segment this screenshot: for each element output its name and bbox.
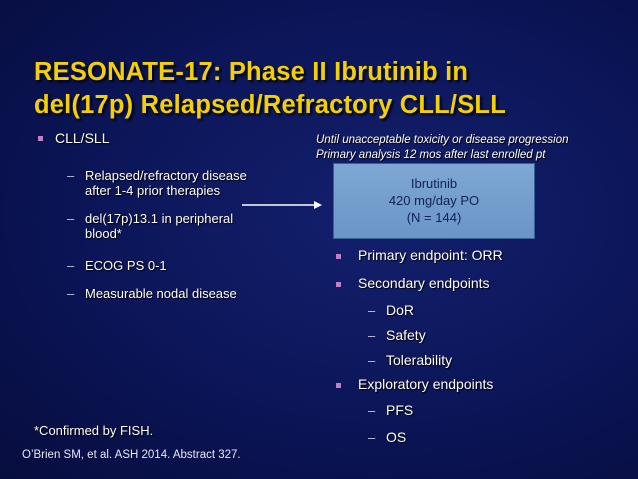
treatment-drug: Ibrutinib	[410, 176, 458, 191]
slide-title-line-2: del(17p) Relapsed/Refractory CLL/SLL	[34, 91, 506, 119]
criteria-measurable: Measurable nodal disease	[85, 286, 237, 301]
exploratory-endpoint-os: OS	[386, 429, 407, 445]
dash-icon: –	[67, 211, 75, 226]
exploratory-endpoints-label: Exploratory endpoints	[358, 376, 494, 392]
dash-icon: –	[368, 353, 376, 368]
dash-icon: –	[67, 258, 75, 273]
cll-sll-bullet: CLL/SLL	[55, 130, 110, 146]
dash-icon: –	[368, 430, 376, 445]
dosing-note-line-2: Primary analysis 12 mos after last enrol…	[316, 149, 546, 161]
bullet-square-icon	[38, 136, 43, 141]
criteria-del17p-line-1: del(17p)13.1 in peripheral	[85, 211, 234, 226]
primary-endpoint: Primary endpoint: ORR	[358, 247, 503, 263]
treatment-n: (N = 144)	[406, 210, 462, 225]
exploratory-endpoint-pfs: PFS	[386, 402, 414, 418]
dosing-notes: Until unacceptable toxicity or disease p…	[316, 133, 636, 163]
arrow-right-icon	[242, 201, 322, 209]
secondary-endpoint-safety: Safety	[386, 327, 426, 343]
treatment-box: Ibrutinib 420 mg/day PO (N = 144)	[333, 163, 535, 239]
criteria-del17p-line-2: blood*	[85, 226, 122, 241]
dash-icon: –	[67, 286, 75, 301]
dash-icon: –	[67, 168, 75, 183]
treatment-dose: 420 mg/day PO	[388, 193, 480, 208]
bullet-square-icon	[336, 383, 341, 388]
bullet-square-icon	[336, 282, 341, 287]
criteria-relapsed-line-2: after 1-4 prior therapies	[85, 183, 221, 198]
secondary-endpoint-tolerability: Tolerability	[386, 352, 453, 368]
bullet-square-icon	[336, 254, 341, 259]
dash-icon: –	[368, 303, 376, 318]
dash-icon: –	[368, 328, 376, 343]
criteria-del17p: del(17p)13.1 in peripheral blood*	[85, 211, 233, 241]
criteria-relapsed-line-1: Relapsed/refractory disease	[85, 168, 247, 183]
dosing-note-line-1: Until unacceptable toxicity or disease p…	[316, 134, 569, 146]
secondary-endpoints-label: Secondary endpoints	[358, 275, 490, 291]
citation: O’Brien SM, et al. ASH 2014. Abstract 32…	[22, 449, 241, 461]
slide-title-line-1: RESONATE-17: Phase II Ibrutinib in	[34, 58, 469, 86]
secondary-endpoint-dor: DoR	[386, 302, 415, 318]
dash-icon: –	[368, 403, 376, 418]
criteria-relapsed: Relapsed/refractory disease after 1-4 pr…	[85, 168, 247, 198]
footnote: *Confirmed by FISH.	[34, 423, 154, 438]
criteria-ecog: ECOG PS 0-1	[85, 258, 167, 273]
slide-title: RESONATE-17: Phase II Ibrutinib in del(1…	[34, 56, 624, 122]
